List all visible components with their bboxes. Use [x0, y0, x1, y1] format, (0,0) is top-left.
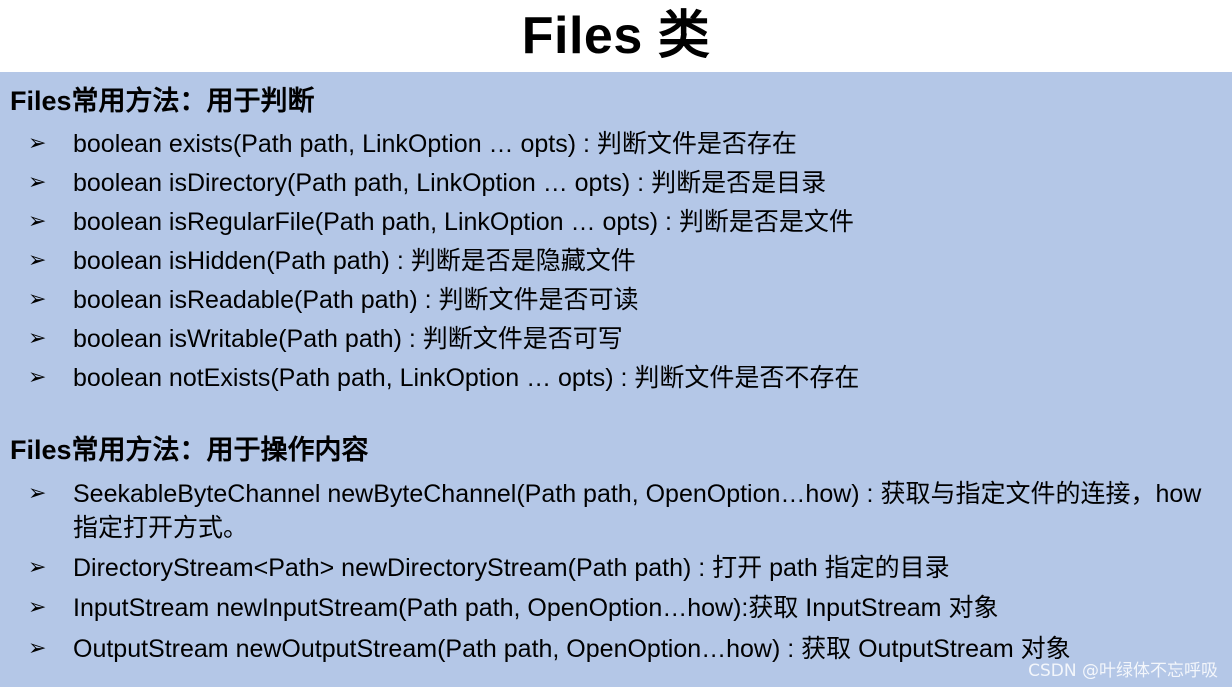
- list-item-text: SeekableByteChannel newByteChannel(Path …: [73, 480, 1202, 542]
- section-heading-content-ops: Files常用方法：用于操作内容: [10, 435, 369, 465]
- list-item-text: boolean isRegularFile(Path path, LinkOpt…: [73, 208, 854, 236]
- list-item-text: boolean isHidden(Path path) : 判断是否是隐藏文件: [73, 247, 636, 275]
- list-item-text: boolean isReadable(Path path) : 判断文件是否可读: [73, 286, 639, 314]
- arrow-bullet-icon: ➢: [28, 365, 47, 390]
- section-heading-judgement: Files常用方法：用于判断: [10, 86, 315, 116]
- arrow-bullet-icon: ➢: [28, 595, 47, 620]
- list-item-text: DirectoryStream<Path> newDirectoryStream…: [73, 554, 950, 582]
- arrow-bullet-icon: ➢: [28, 326, 47, 351]
- list-item-text: InputStream newInputStream(Path path, Op…: [73, 594, 999, 622]
- arrow-bullet-icon: ➢: [28, 170, 47, 195]
- list-item-text: OutputStream newOutputStream(Path path, …: [73, 635, 1071, 663]
- list-item-text: boolean isDirectory(Path path, LinkOptio…: [73, 169, 827, 197]
- arrow-bullet-icon: ➢: [28, 636, 47, 661]
- list-item-text: boolean exists(Path path, LinkOption … o…: [73, 130, 797, 158]
- slide-title: Files 类: [521, 7, 711, 65]
- arrow-bullet-icon: ➢: [28, 248, 47, 273]
- csdn-watermark: CSDN @叶绿体不忘呼吸: [1028, 661, 1218, 681]
- list-item-text: boolean isWritable(Path path) : 判断文件是否可写: [73, 325, 623, 353]
- arrow-bullet-icon: ➢: [28, 555, 47, 580]
- content-panel: Files常用方法：用于判断 ➢ boolean exists(Path pat…: [0, 72, 1232, 687]
- arrow-bullet-icon: ➢: [28, 481, 47, 506]
- arrow-bullet-icon: ➢: [28, 131, 47, 156]
- arrow-bullet-icon: ➢: [28, 209, 47, 234]
- list-item-text: boolean notExists(Path path, LinkOption …: [73, 364, 860, 392]
- arrow-bullet-icon: ➢: [28, 287, 47, 312]
